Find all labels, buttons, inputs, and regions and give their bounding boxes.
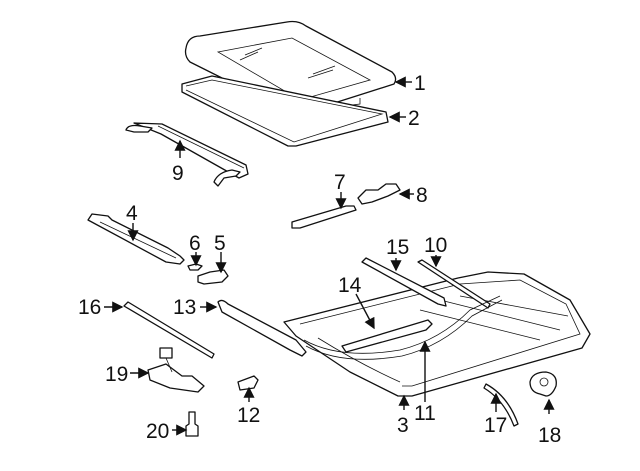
callout-4[interactable]: 4 bbox=[126, 202, 138, 225]
part-6-clip[interactable] bbox=[187, 263, 203, 271]
part-15-rail[interactable] bbox=[361, 257, 447, 307]
callout-14[interactable]: 14 bbox=[338, 274, 362, 297]
callout-8[interactable]: 8 bbox=[416, 184, 428, 207]
part-12-clip[interactable] bbox=[237, 375, 259, 391]
callout-6[interactable]: 6 bbox=[189, 232, 201, 255]
part-11-trim[interactable] bbox=[303, 295, 503, 360]
callout-20[interactable]: 20 bbox=[146, 420, 169, 443]
part-2-seal-frame[interactable] bbox=[181, 75, 389, 147]
callout-19[interactable]: 19 bbox=[105, 363, 128, 386]
callout-15[interactable]: 15 bbox=[386, 236, 409, 259]
callout-5[interactable]: 5 bbox=[214, 232, 226, 255]
callout-11[interactable]: 11 bbox=[414, 402, 436, 425]
callout-2[interactable]: 2 bbox=[408, 107, 420, 130]
part-10-rail[interactable] bbox=[417, 259, 491, 309]
part-20-bolt[interactable] bbox=[185, 411, 199, 437]
callout-17[interactable]: 17 bbox=[484, 414, 507, 437]
part-14-shade-panel[interactable] bbox=[341, 319, 433, 353]
part-13-side-guide[interactable] bbox=[217, 299, 307, 357]
callout-12[interactable]: 12 bbox=[237, 404, 260, 427]
callout-9[interactable]: 9 bbox=[172, 162, 184, 185]
callout-3[interactable]: 3 bbox=[397, 414, 409, 437]
part-19-motor[interactable] bbox=[147, 347, 205, 393]
part-16-weatherstrip[interactable] bbox=[123, 301, 215, 359]
part-9-rear-guide[interactable] bbox=[125, 122, 249, 187]
part-8-bracket[interactable] bbox=[357, 183, 401, 205]
callout-16[interactable]: 16 bbox=[78, 296, 101, 319]
callout-13[interactable]: 13 bbox=[173, 296, 196, 319]
part-18-grommet[interactable] bbox=[529, 371, 557, 397]
leader-lines bbox=[104, 76, 555, 436]
callout-18[interactable]: 18 bbox=[538, 424, 561, 447]
part-7-link-rod[interactable] bbox=[291, 205, 357, 229]
callout-10[interactable]: 10 bbox=[424, 234, 447, 257]
part-5-block[interactable] bbox=[197, 269, 229, 285]
callout-1[interactable]: 1 bbox=[414, 72, 426, 95]
callout-7[interactable]: 7 bbox=[334, 171, 346, 194]
